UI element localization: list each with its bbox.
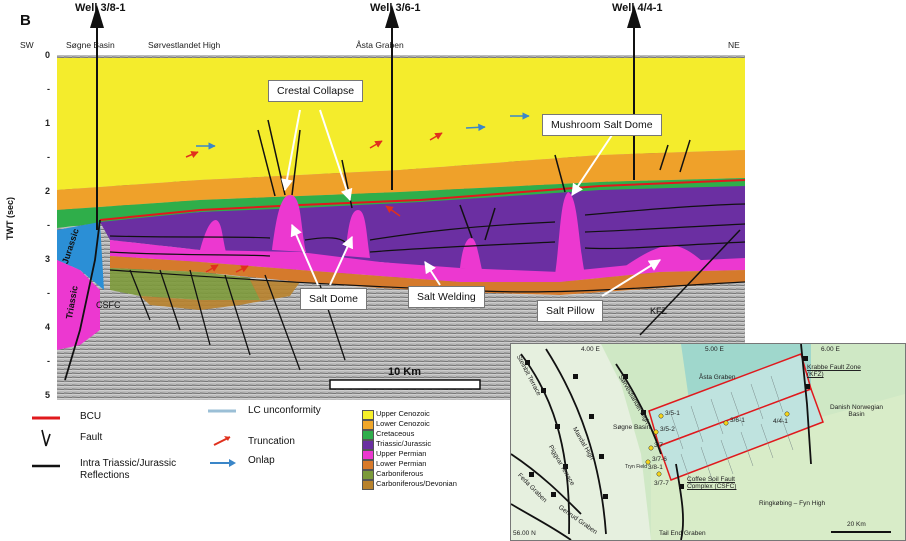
unit-lower-cenozoic [57, 150, 745, 210]
legend-unit-label: Lower Permian [376, 459, 427, 468]
map-ringkobing-fyn-high: Ringkøbing – Fyn High [759, 500, 826, 507]
legend-swatch-lower-cenozoic [362, 420, 374, 430]
y-tick: 2 [44, 186, 50, 196]
callout-salt-welding: Salt Welding [408, 286, 485, 308]
well-marker-3-6-1 [385, 5, 399, 28]
callout-crestal-collapse: Crestal Collapse [268, 80, 364, 102]
unit-triassic-left [57, 260, 100, 350]
location-sorvestlandet-high: Sørvestlandet High [148, 40, 221, 50]
map-scale-label: 20 Km [847, 521, 866, 528]
legend-unit-label: Triassic/Jurassic [376, 439, 432, 448]
map-well: 3/7-6 [652, 456, 667, 463]
map-well: 3/5-1 [665, 410, 680, 417]
callout-salt-dome: Salt Dome [300, 288, 368, 310]
y-tick: - [47, 220, 50, 230]
sw-label: SW [20, 40, 34, 50]
y-tick: - [47, 356, 50, 366]
legend-reflections-label: Intra Triassic/Jurassic Reflections [80, 458, 177, 481]
well-marker-4-4-1 [627, 5, 641, 28]
map-well: 3/7-7 [654, 480, 669, 487]
ne-label: NE [728, 40, 740, 50]
legend-unit-label: Carboniferous/Devonian [376, 479, 457, 488]
scale-bar [329, 379, 481, 390]
unit-carboniferous [110, 268, 260, 300]
legend-symbols-2 [208, 409, 236, 467]
legend-fault-symbol [41, 429, 51, 447]
legend-swatch-cretaceous [362, 430, 374, 440]
legend-swatch-upper-permian [362, 450, 374, 460]
salt-diapir-5 [200, 220, 226, 252]
y-tick: - [47, 288, 50, 298]
map-krabbe-fault-zone: Krabbe Fault Zone (KFZ) [807, 364, 861, 378]
legend-unit-label: Upper Permian [376, 449, 427, 458]
legend-bcu-label: BCU [80, 411, 102, 422]
map-well: 3/5-2 [660, 426, 675, 433]
y-tick: 1 [44, 118, 50, 128]
salt-pillow-shape [620, 245, 710, 270]
kfz-label: KFZ [650, 306, 667, 316]
well-marker-3-8-1 [90, 5, 104, 28]
legend-swatch-lower-permian [362, 460, 374, 470]
csfc-label: CSFC [96, 300, 121, 310]
inset-map: 4.00 E 5.00 E 6.00 E 56.00 N Sørvestland… [510, 343, 906, 541]
legend-unit-label: Carboniferous [376, 469, 424, 478]
y-tick: 4 [44, 322, 50, 332]
location-asta-graben: Åsta Graben [356, 40, 404, 50]
map-danish-norwegian-basin: Danish Norwegian Basin [829, 404, 884, 418]
map-asta-graben: Åsta Graben [699, 374, 736, 381]
legend-lc-label: LC unconformity [248, 405, 321, 416]
y-tick: 5 [44, 390, 50, 400]
map-well: 3/8-1 [648, 464, 663, 471]
legend-swatch-upper-cenozoic [362, 410, 374, 420]
map-coffee-soil: Coffee Soil Fault Complex (CSFC) [687, 476, 737, 490]
callout-salt-pillow: Salt Pillow [537, 300, 604, 322]
legend-onlap-label: Onlap [248, 455, 275, 466]
map-lon-6: 6.00 E [821, 346, 840, 353]
map-lon-4: 4.00 E [581, 346, 600, 353]
map-tryn-field: Tryn Field [625, 464, 648, 470]
scale-bar-label: 10 Km [388, 366, 422, 378]
study-area-grid [648, 353, 824, 490]
legend-unit-label: Upper Cenozoic [376, 409, 430, 418]
map-well: 4/4-1 [773, 418, 788, 425]
panel-label: B [20, 12, 31, 29]
location-sogne-basin: Søgne Basin [66, 40, 115, 50]
callout-mushroom-salt-dome: Mushroom Salt Dome [542, 114, 662, 136]
legend-line-symbols [32, 416, 60, 468]
bcu-line [99, 179, 746, 221]
unit-lower-permian [110, 256, 745, 295]
legend-unit-label: Cretaceous [376, 429, 415, 438]
legend-truncation-label: Truncation [248, 436, 295, 447]
salt-diapir-4 [555, 192, 585, 275]
inset-map-graphics [511, 344, 905, 540]
well-label-3-6-1: Well 3/6-1 [370, 2, 421, 14]
legend-fault-label: Fault [80, 432, 103, 443]
y-tick: - [47, 84, 50, 94]
map-well: 3/7 [654, 442, 664, 449]
y-tick: 0 [44, 50, 50, 60]
well-label-4-4-1: Well 4/4-1 [612, 2, 663, 14]
map-tail-end-graben: Tail End Graben [659, 530, 706, 537]
unit-carboniferous-devonian [140, 280, 300, 310]
map-sogne-basin: Søgne Basin [613, 424, 651, 431]
unit-upper-permian [110, 240, 745, 282]
map-well: 3/6-1 [730, 417, 745, 424]
legend-unit-label: Lower Cenozoic [376, 419, 430, 428]
y-tick: - [47, 152, 50, 162]
unit-upper-cenozoic [57, 58, 745, 190]
legend-swatch-carboniferous [362, 470, 374, 480]
map-lat: 56.00 N [513, 530, 536, 537]
y-tick: 3 [44, 254, 50, 264]
well-label-3-8-1: Well 3/8-1 [75, 2, 126, 14]
legend-swatch-carboniferous-devonian [362, 480, 374, 490]
map-lon-5: 5.00 E [705, 346, 724, 353]
legend-swatch-triassic-jurassic [362, 440, 374, 450]
